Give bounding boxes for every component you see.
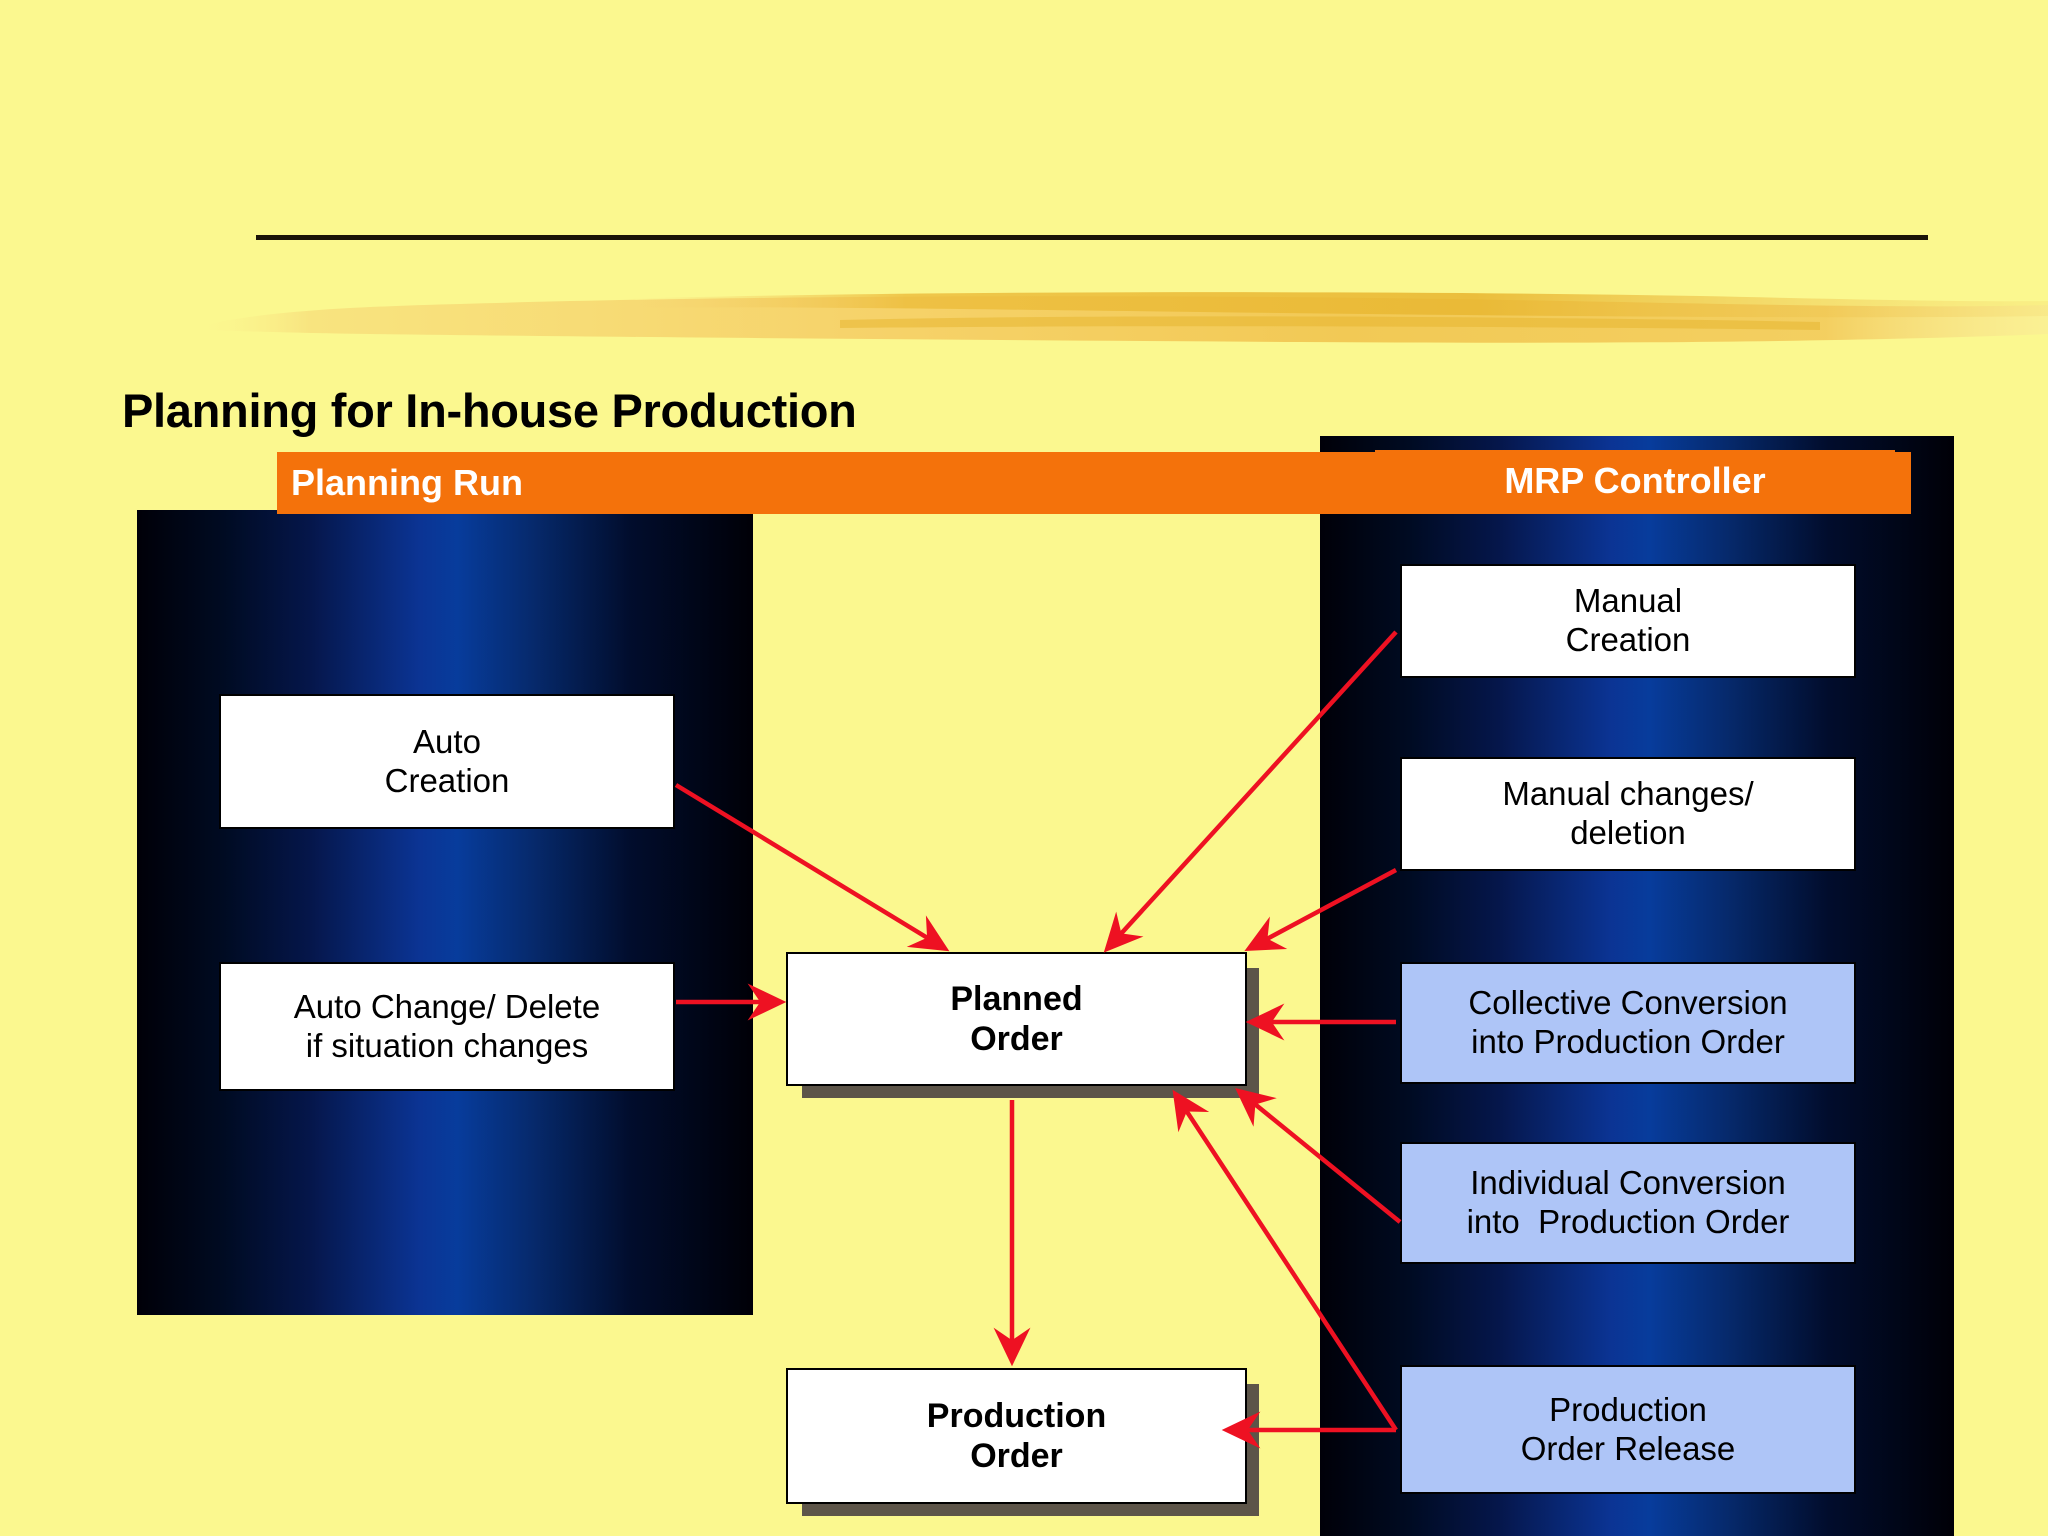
banner-planning-run-label: Planning Run (291, 462, 523, 503)
node-individual-conversion-line1: Individual Conversion (1470, 1164, 1786, 1202)
node-manual-changes-deletion-line2: deletion (1570, 814, 1686, 851)
node-auto-change-delete-line2: if situation changes (305, 1026, 589, 1064)
node-individual-conversion-line2: into Production Order (1466, 1203, 1790, 1240)
node-auto-change-delete[interactable]: Auto Change/ Delete if situation changes (219, 962, 675, 1091)
node-planned-order[interactable]: Planned Order (786, 952, 1247, 1086)
banner-mrp-controller-label: MRP Controller (1504, 460, 1766, 501)
node-production-order-release[interactable]: Production Order Release (1400, 1365, 1856, 1494)
brush-stroke-icon (200, 292, 2048, 343)
node-collective-conversion-line1: Collective Conversion (1468, 984, 1788, 1022)
node-production-order-line1: Production (926, 1396, 1107, 1435)
node-production-order[interactable]: Production Order (786, 1368, 1247, 1504)
node-production-order-release-line2: Order Release (1520, 1429, 1736, 1467)
node-production-order-release-line1: Production (1549, 1390, 1707, 1428)
node-auto-change-delete-line1: Auto Change/ Delete (293, 987, 601, 1025)
node-auto-creation[interactable]: Auto Creation (219, 694, 675, 829)
node-collective-conversion-line2: into Production Order (1471, 1023, 1785, 1060)
page-title: Planning for In-house Production (122, 384, 857, 437)
node-auto-creation-line2: Creation (384, 761, 510, 799)
node-planned-order-line1: Planned (950, 979, 1083, 1018)
node-individual-conversion[interactable]: Individual Conversion into Production Or… (1400, 1142, 1856, 1264)
banner-mrp-controller: MRP Controller (1375, 450, 1895, 512)
node-manual-creation[interactable]: Manual Creation (1400, 564, 1856, 678)
node-manual-changes-deletion[interactable]: Manual changes/ deletion (1400, 757, 1856, 871)
node-manual-changes-deletion-line1: Manual changes/ (1502, 775, 1754, 813)
node-auto-creation-line1: Auto (413, 722, 481, 760)
node-manual-creation-line1: Manual (1573, 582, 1683, 620)
node-planned-order-line2: Order (970, 1020, 1063, 1058)
node-collective-conversion[interactable]: Collective Conversion into Production Or… (1400, 962, 1856, 1084)
node-production-order-line2: Order (970, 1437, 1063, 1475)
horizontal-rule-icon (256, 235, 1928, 240)
node-manual-creation-line2: Creation (1565, 621, 1691, 658)
planning-run-panel (137, 510, 753, 1315)
